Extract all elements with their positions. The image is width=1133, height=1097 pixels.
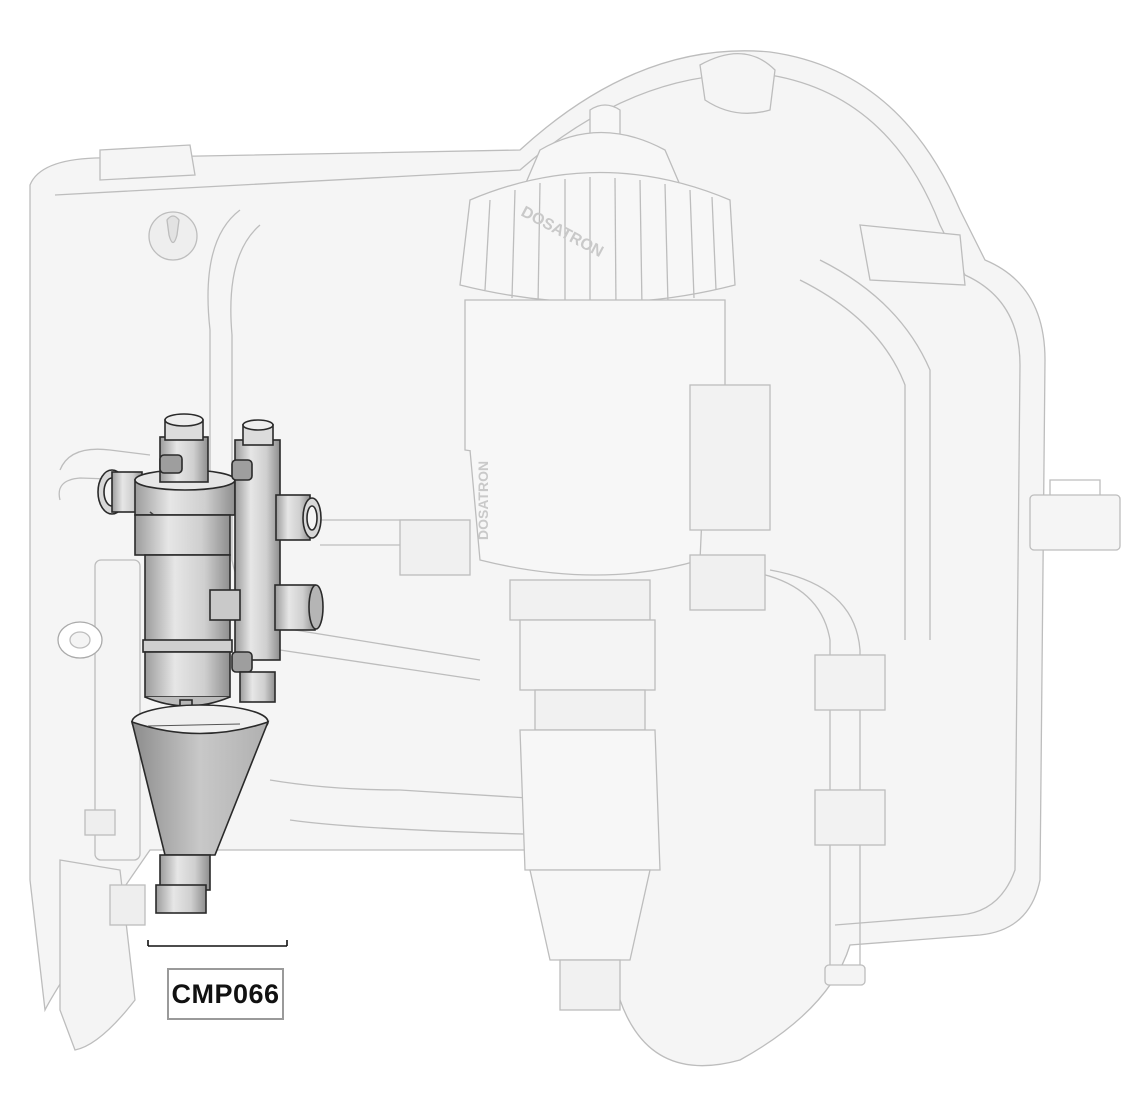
pipe-lines [58, 448, 886, 986]
dosing-pump-icon: DOSATRON DOSATRON [399, 104, 771, 1011]
ball-valve-icon [57, 559, 146, 1051]
filter-assembly-icon [97, 413, 324, 914]
brand-text-side: DOSATRON [475, 461, 491, 540]
part-label: CMP066 [167, 968, 284, 1020]
